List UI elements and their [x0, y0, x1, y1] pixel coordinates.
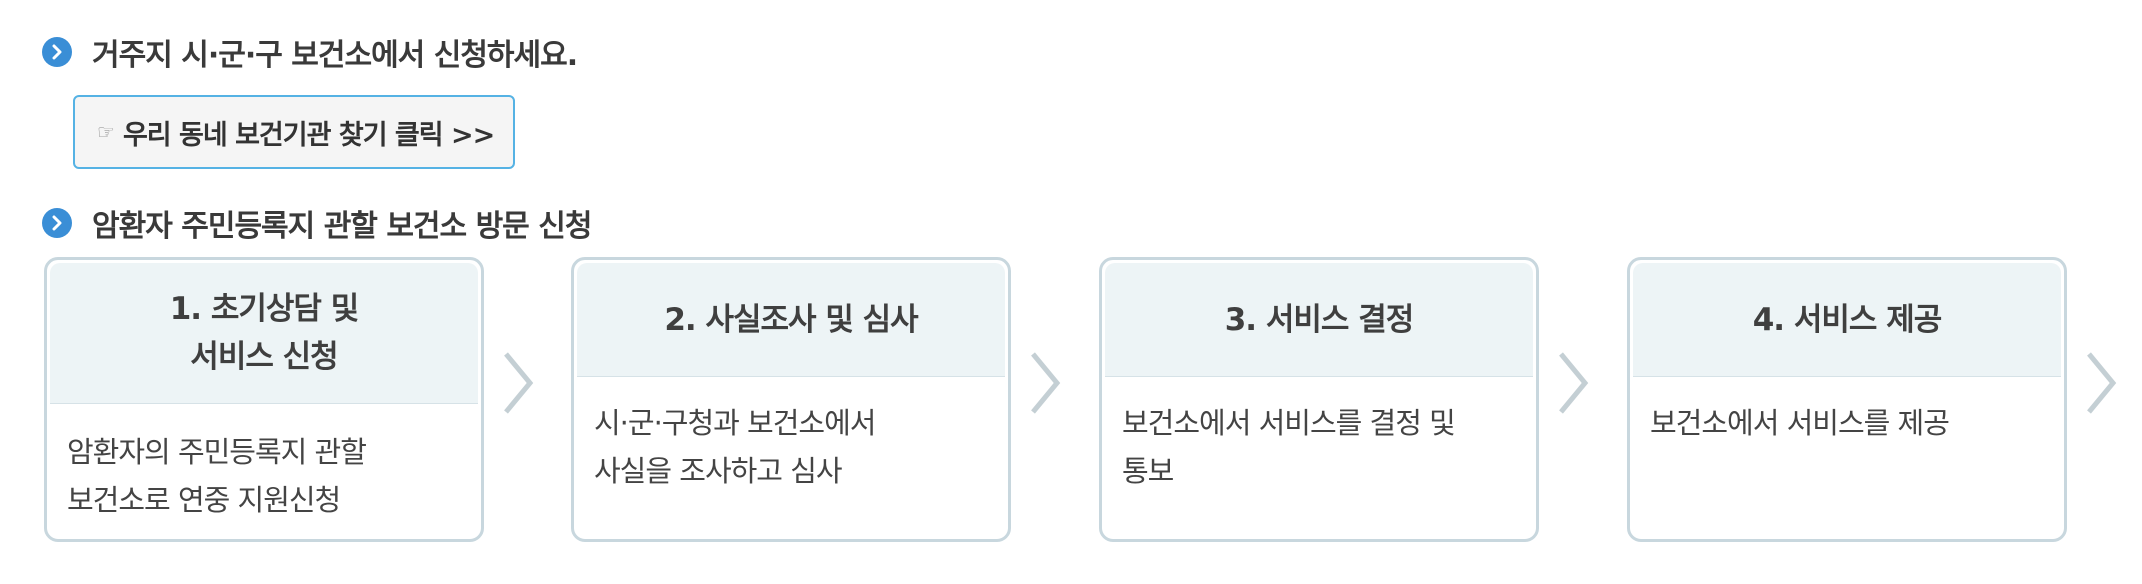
chevron-right-circle-icon	[42, 37, 72, 67]
step-card-3: 3. 서비스 결정 보건소에서 서비스를 결정 및 통보	[1099, 257, 1539, 542]
chevron-right-icon	[2087, 352, 2117, 414]
chevron-right-icon	[504, 352, 534, 414]
step-description: 암환자의 주민등록지 관할 보건소로 연중 지원신청	[47, 404, 481, 524]
step-title-line: 2. 사실조사 및 심사	[664, 301, 918, 338]
step-title-line: 서비스 신청	[190, 339, 338, 375]
step-card-4: 4. 서비스 제공 보건소에서 서비스를 제공	[1627, 257, 2067, 542]
section-title-residence: 거주지 시·군·구 보건소에서 신청하세요.	[42, 30, 578, 74]
step-desc-line: 보건소에서 서비스를 제공	[1650, 406, 1950, 440]
step-desc-line: 보건소에서 서비스를 결정 및	[1122, 406, 1456, 440]
chevron-right-icon	[1559, 352, 1589, 414]
chevron-right-icon	[1031, 352, 1061, 414]
step-description: 보건소에서 서비스를 제공	[1630, 377, 2064, 447]
step-desc-line: 암환자의 주민등록지 관할	[67, 435, 367, 469]
find-health-center-label: 우리 동네 보건기관 찾기 클릭 >>	[122, 119, 495, 151]
step-header: 4. 서비스 제공	[1633, 263, 2061, 377]
step-desc-line: 통보	[1122, 454, 1174, 488]
step-card-1: 1. 초기상담 및 서비스 신청 암환자의 주민등록지 관할 보건소로 연중 지…	[44, 257, 484, 542]
step-title-line: 3. 서비스 결정	[1224, 301, 1415, 338]
find-health-center-button[interactable]: ☞ 우리 동네 보건기관 찾기 클릭 >>	[73, 95, 515, 169]
step-description: 시·군·구청과 보건소에서 사실을 조사하고 심사	[574, 377, 1008, 495]
section-title-text: 거주지 시·군·구 보건소에서 신청하세요.	[92, 38, 578, 73]
section-title-visit: 암환자 주민등록지 관할 보건소 방문 신청	[42, 201, 592, 245]
step-desc-line: 시·군·구청과 보건소에서	[594, 406, 876, 440]
chevron-right-circle-icon	[42, 208, 72, 238]
step-desc-line: 보건소로 연중 지원신청	[67, 483, 341, 517]
step-header: 1. 초기상담 및 서비스 신청	[50, 263, 478, 404]
step-card-2: 2. 사실조사 및 심사 시·군·구청과 보건소에서 사실을 조사하고 심사	[571, 257, 1011, 542]
step-title-line: 4. 서비스 제공	[1752, 301, 1943, 338]
step-desc-line: 사실을 조사하고 심사	[594, 454, 843, 488]
step-header: 2. 사실조사 및 심사	[577, 263, 1005, 377]
step-header: 3. 서비스 결정	[1105, 263, 1533, 377]
pointing-hand-icon: ☞	[97, 120, 115, 144]
step-title-line: 1. 초기상담 및	[169, 291, 360, 327]
step-description: 보건소에서 서비스를 결정 및 통보	[1102, 377, 1536, 495]
section-title-text: 암환자 주민등록지 관할 보건소 방문 신청	[92, 209, 592, 244]
